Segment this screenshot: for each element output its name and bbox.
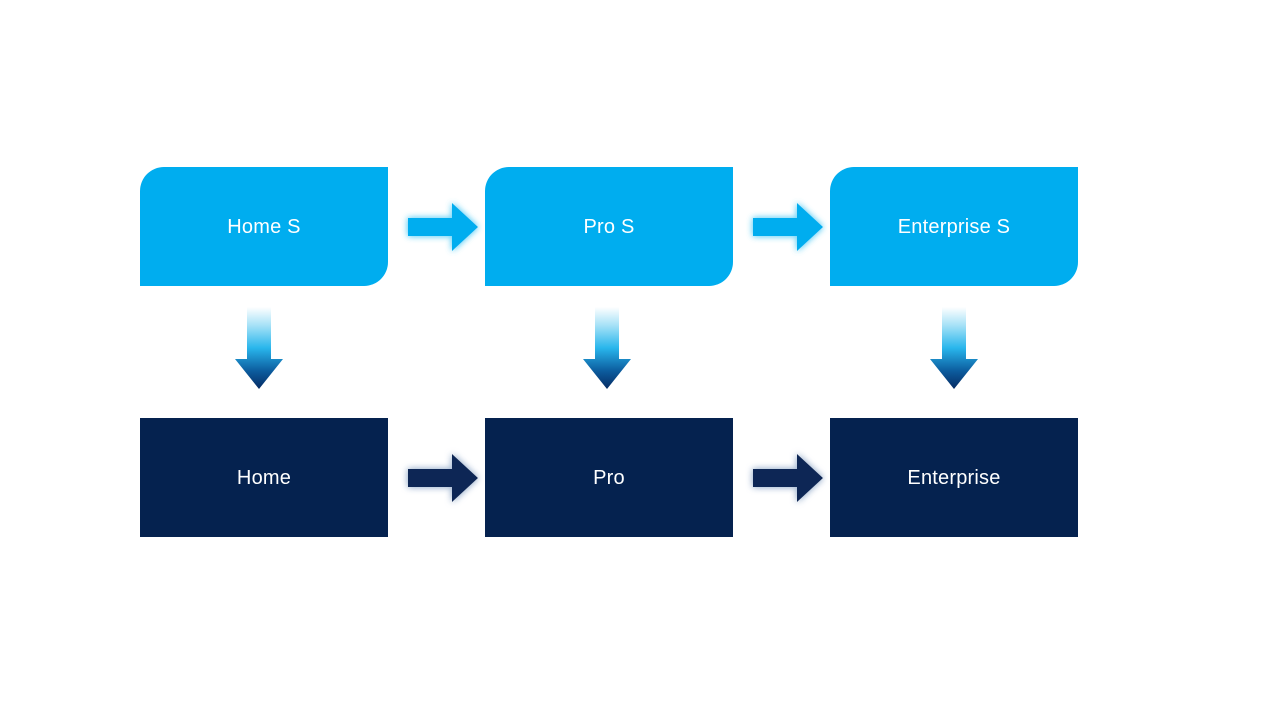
- node-pro-s[interactable]: Pro S: [485, 167, 733, 286]
- node-label: Pro: [593, 466, 625, 489]
- node-pro[interactable]: Pro: [485, 418, 733, 537]
- arrow-right-icon-home-s-to-pro-s: [404, 199, 482, 255]
- arrow-down-icon-enterprise-s-to-enterprise: [928, 307, 980, 391]
- arrow-right-icon-home-to-pro: [404, 450, 482, 506]
- node-label: Home: [236, 466, 292, 489]
- node-label: Enterprise: [907, 466, 1001, 489]
- arrow-down-icon-home-s-to-home: [233, 307, 285, 391]
- node-label: Home S: [227, 215, 301, 238]
- node-label: Enterprise S: [897, 215, 1011, 238]
- node-home-s[interactable]: Home S: [140, 167, 388, 286]
- arrow-right-icon-pro-s-to-enterprise-s: [749, 199, 827, 255]
- arrow-down-icon-pro-s-to-pro: [581, 307, 633, 391]
- node-label: Pro S: [583, 215, 635, 238]
- node-enterprise-s[interactable]: Enterprise S: [830, 167, 1078, 286]
- arrow-right-icon-pro-to-enterprise: [749, 450, 827, 506]
- node-home[interactable]: Home: [140, 418, 388, 537]
- node-enterprise[interactable]: Enterprise: [830, 418, 1078, 537]
